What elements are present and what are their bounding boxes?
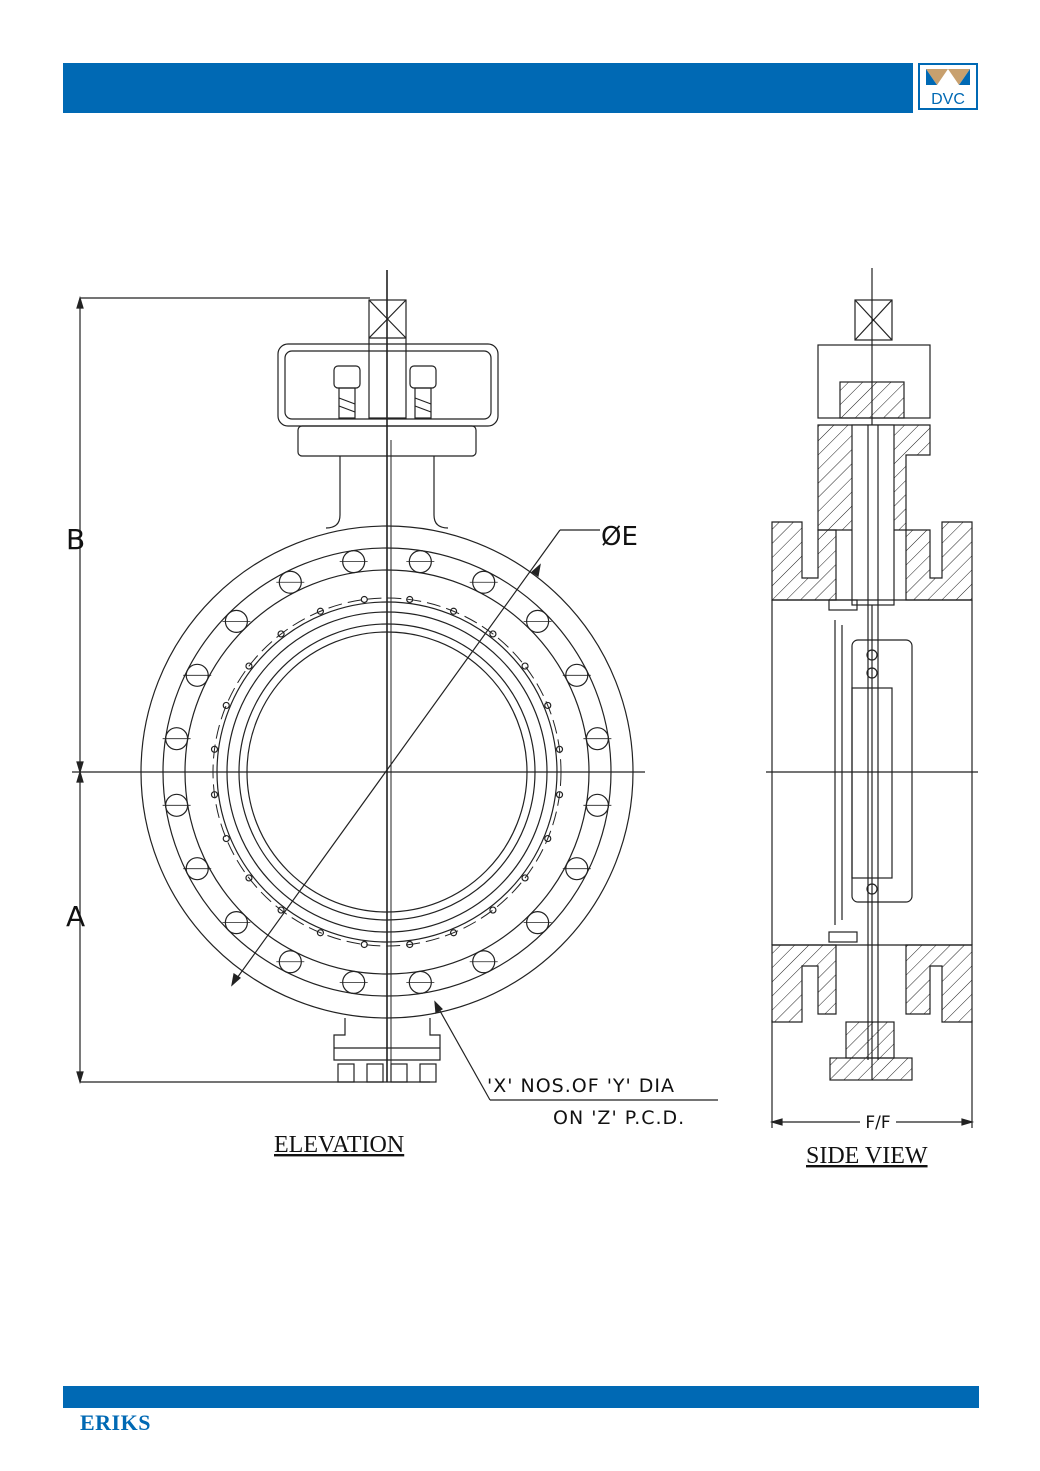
- seat-screw-hole: [489, 630, 497, 638]
- elevation-title: ELEVATION: [274, 1132, 404, 1158]
- seat-screw-hole: [406, 595, 414, 604]
- seat-screw-hole: [360, 940, 368, 949]
- seat-screw-hole: [245, 874, 253, 882]
- bolt-note-line1: 'X' NOS.OF 'Y' DIA: [487, 1075, 675, 1097]
- bolt-note-line2: ON 'Z' P.C.D.: [553, 1107, 685, 1129]
- seat-screw-hole: [277, 630, 285, 638]
- seat-screw-hole: [210, 745, 219, 753]
- dim-a-label: A: [66, 900, 85, 933]
- dim-b-label: B: [66, 523, 85, 556]
- seat-screw-hole: [360, 595, 368, 604]
- footer-brand: ERIKS: [80, 1410, 151, 1435]
- seat-screw-hole: [210, 791, 219, 799]
- seat-screw-hole: [521, 874, 529, 882]
- seat-screw-hole: [555, 791, 564, 799]
- footer-bar: [63, 1386, 979, 1408]
- seat-screw-hole: [555, 745, 564, 753]
- seat-screw-hole: [544, 834, 552, 843]
- seat-screw-hole: [316, 929, 325, 937]
- header-bar: [63, 63, 913, 113]
- seat-screw-hole: [222, 701, 230, 710]
- seat-screw-hole: [449, 607, 458, 615]
- seat-screw-hole: [521, 662, 529, 670]
- seat-screw-hole: [449, 929, 458, 937]
- seat-screw-hole: [406, 940, 414, 949]
- side-view-title: SIDE VIEW: [806, 1143, 928, 1169]
- seat-screw-hole: [222, 834, 230, 843]
- dim-e-label: ØE: [601, 522, 638, 552]
- seat-screw-hole: [245, 662, 253, 670]
- seat-screw-hole: [316, 607, 325, 615]
- elevation-view: [72, 270, 718, 1101]
- logo-text: DVC: [931, 91, 965, 108]
- dvc-logo: DVC: [918, 63, 978, 110]
- seat-screw-hole: [544, 701, 552, 710]
- side-view: [766, 268, 978, 1128]
- seat-screw-hole: [277, 906, 285, 914]
- seat-screw-hole: [489, 906, 497, 914]
- flange-bolt-holes: [162, 550, 612, 994]
- dim-ff-label: F/F: [865, 1113, 890, 1133]
- seat-screw-holes: [210, 595, 564, 949]
